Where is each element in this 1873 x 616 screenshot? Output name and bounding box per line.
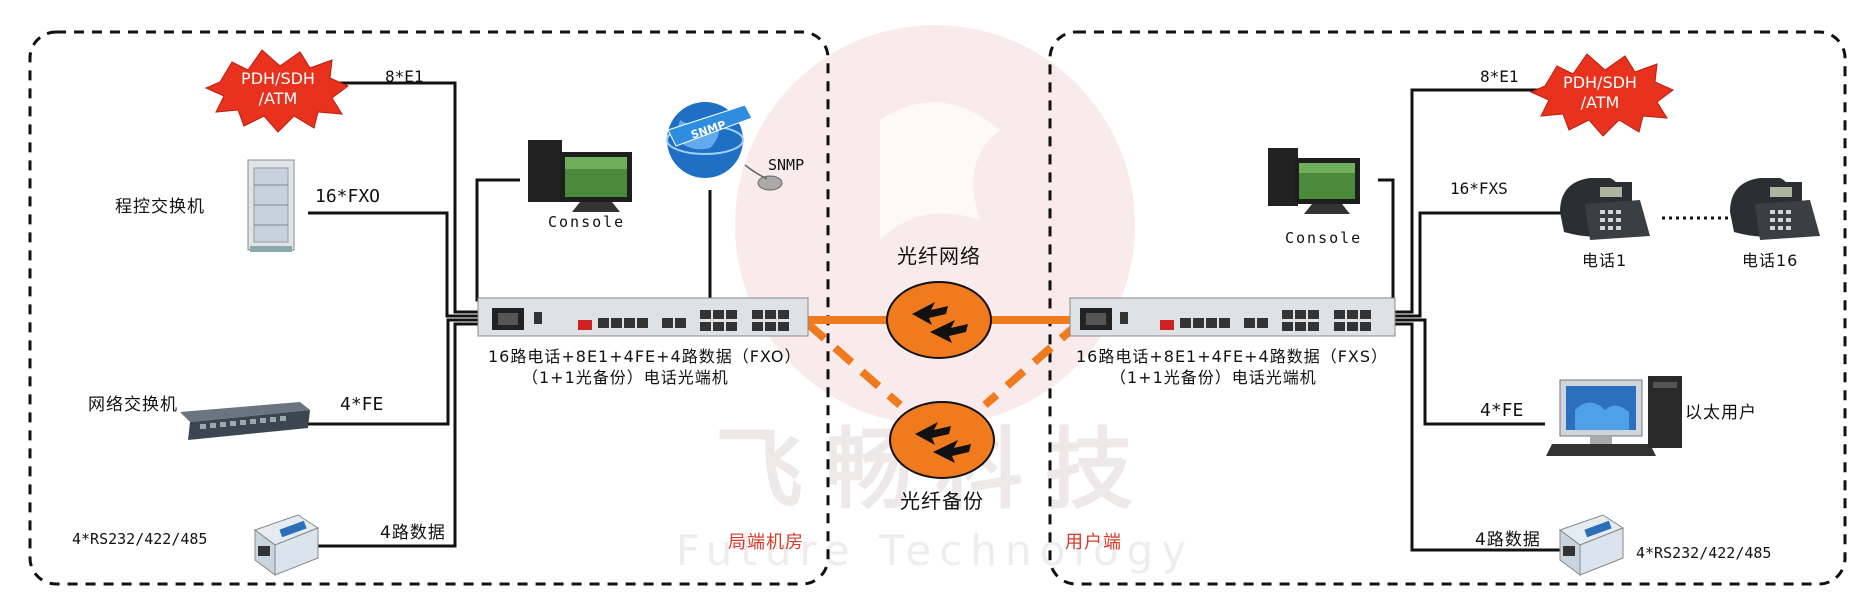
left-pdh-line2: /ATM [259, 89, 298, 108]
fiber-backup-label: 光纤备份 [900, 489, 984, 513]
left-console-computer-icon [528, 140, 632, 212]
snmp-globe-icon: SNMP [666, 102, 783, 191]
right-serial-converter-icon [1558, 514, 1625, 576]
left-device-line1: 16路电话+8E1+4FE+4路数据（FXO） [488, 347, 801, 366]
left-serial-label: 4*RS232/422/485 [72, 530, 207, 548]
left-pdh-line1: PDH/SDH [241, 69, 315, 88]
right-pdh-line1: PDH/SDH [1563, 73, 1637, 92]
phone-1-icon [1560, 178, 1650, 240]
right-wires [1378, 88, 1570, 552]
remote-zone-label: 用户端 [1065, 532, 1122, 553]
right-data-label: 4路数据 [1475, 530, 1541, 550]
snmp-label: SNMP [768, 156, 804, 174]
left-pdh-cloud: PDH/SDH /ATM [204, 49, 349, 133]
fiber-network-node [886, 281, 992, 359]
phone-16-icon [1730, 178, 1820, 240]
right-e1-label: 8*E1 [1480, 67, 1519, 86]
right-device-line2: （1+1光备份）电话光端机 [1110, 368, 1317, 387]
left-fxo-label: 16*FXO [315, 186, 380, 207]
ethernet-user-label: 以太用户 [1685, 403, 1757, 423]
right-pdh-line2: /ATM [1581, 93, 1620, 112]
network-switch-icon [180, 402, 310, 440]
right-console-label: Console [1285, 229, 1362, 247]
phone-1-label: 电话1 [1582, 251, 1627, 270]
right-optical-terminal-device [1069, 297, 1396, 337]
right-console-computer-icon [1268, 148, 1360, 214]
right-fe-label: 4*FE [1480, 400, 1523, 421]
right-serial-label: 4*RS232/422/485 [1636, 544, 1771, 562]
phone-16-label: 电话16 [1742, 251, 1798, 270]
arrow-icon [912, 302, 968, 343]
arrow-icon [915, 422, 971, 463]
left-fe-label: 4*FE [340, 394, 383, 415]
right-device-line1: 16路电话+8E1+4FE+4路数据（FXS） [1076, 347, 1388, 366]
fiber-backup-node [889, 401, 995, 479]
right-fxs-label: 16*FXS [1450, 179, 1508, 198]
switch-label: 网络交换机 [88, 395, 178, 415]
right-pdh-cloud: PDH/SDH /ATM [1529, 53, 1674, 137]
left-device-line2: （1+1光备份）电话光端机 [522, 368, 729, 387]
left-console-label: Console [548, 213, 625, 231]
pbx-label: 程控交换机 [115, 197, 205, 217]
left-data-label: 4路数据 [380, 523, 446, 543]
watermark-en: Future Technology [676, 526, 1194, 575]
left-e1-label: 8*E1 [385, 67, 424, 86]
ethernet-user-computer-icon [1546, 376, 1682, 456]
pbx-cabinet-icon [247, 159, 295, 252]
fiber-network-label: 光纤网络 [897, 244, 981, 268]
local-zone-border [28, 30, 830, 586]
remote-zone-border [1048, 30, 1847, 586]
local-zone-label: 局端机房 [728, 532, 804, 553]
left-serial-converter-icon [253, 514, 320, 576]
left-optical-terminal-device [477, 297, 809, 337]
